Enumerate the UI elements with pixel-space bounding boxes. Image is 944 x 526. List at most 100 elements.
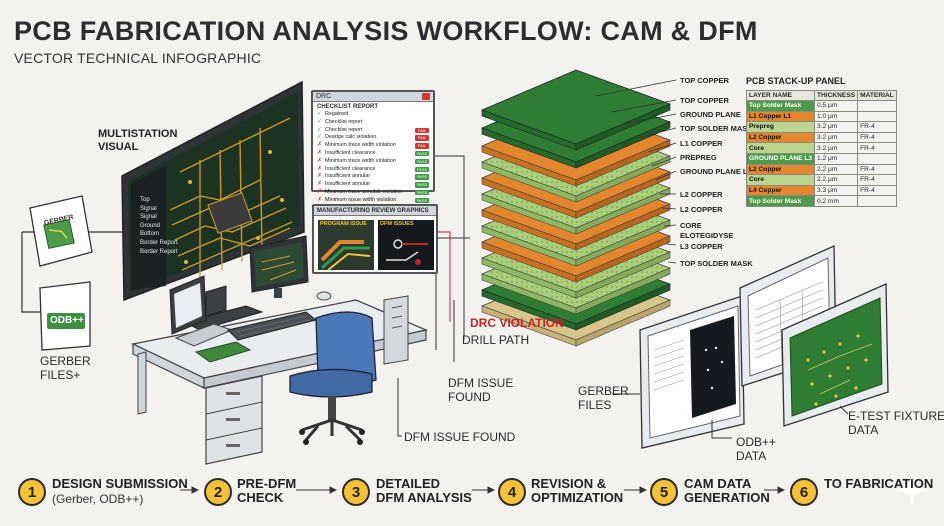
stackup-cell-material: FR-4 [857, 131, 897, 144]
stackup-cell-name: Core [745, 142, 816, 154]
stackup-table: LAYER NAME THICKNESS MATERIAL Top Solder… [745, 90, 897, 207]
step-title: DFM ANALYSIS [376, 490, 472, 505]
dfm-issue-found-label: FOUND [448, 390, 491, 404]
layer-label: ELOTEGIDYSE [680, 231, 734, 240]
gerber-file-card [29, 195, 93, 267]
drc-report-heading: CHECKLIST REPORT [317, 104, 379, 110]
status-badge: PASS [415, 158, 429, 165]
workflow-step-3: 3 [342, 478, 370, 506]
stackup-header: LAYER NAME [745, 90, 816, 101]
status-badge: FAIL [415, 143, 429, 149]
stackup-cell-name: GROUND PLANE L3 [745, 152, 816, 165]
etest-label: E-TEST FIXTURE [848, 409, 944, 423]
monitor-sidebar: Top Signal Signal Ground Bottom Border R… [140, 196, 178, 256]
monitor-sidebar-item: Ground [140, 222, 161, 229]
drc-row-text: Insufficient clearance [325, 149, 376, 156]
drc-checklist-row[interactable]: ✓Checklist report [313, 119, 433, 127]
layer-label: TOP SOLDER MASK [680, 259, 753, 268]
etest-label: DATA [848, 423, 879, 437]
step-number: 5 [650, 478, 678, 506]
step-number: 2 [204, 478, 232, 506]
drc-row-text: Minimum trace width violation [325, 142, 396, 149]
step-number: 6 [790, 478, 818, 506]
drc-row-text: Deadge calc violation [325, 134, 377, 141]
drc-row-text: Minimum issue width violation [325, 196, 397, 203]
cross-icon: ✗ [317, 142, 323, 149]
drc-window[interactable]: DRC CHECKLIST REPORT ✓Regained✓Checklist… [311, 90, 435, 212]
main-monitor [121, 80, 305, 331]
status-badge: PASS [415, 150, 429, 157]
visual-label: VISUAL [98, 141, 139, 153]
cross-icon: ✗ [317, 173, 323, 180]
mouse [316, 291, 332, 301]
step-subtitle: (Gerber, ODB++) [52, 492, 144, 506]
monitor-sidebar-item: Top [140, 197, 150, 203]
drc-violation-label: DRC VIOLATION [470, 316, 564, 330]
drc-checklist-row[interactable]: ✗Insufficient clearance PASS [313, 150, 433, 158]
drc-row-text: Minimum trace annulab violation [325, 188, 403, 195]
cross-icon: ✗ [317, 188, 323, 195]
step-title: CAM DATA [684, 476, 752, 491]
drc-window-title: DRC [316, 93, 332, 100]
drc-checklist-row[interactable]: ✗Insufficient annular PASS [313, 173, 433, 181]
cross-icon: ✗ [317, 157, 323, 164]
monitor-sidebar-item: Bottom [140, 231, 160, 238]
layer-1 [480, 69, 672, 151]
layer-label: CORE [680, 221, 702, 230]
stackup-cell-thickness: 3.3 μm [814, 184, 859, 197]
drill-path-label: DRILL PATH [462, 333, 530, 347]
drc-row-text: Insufficient annular [325, 181, 371, 188]
status-badge: FAIL [415, 135, 429, 141]
stackup-cell-material [857, 100, 897, 112]
stackup-cell-name: Prepreg [745, 121, 816, 133]
drc-checklist-row[interactable]: ✗Minimum trace width violation FAIL [313, 142, 433, 150]
odb-data-label: ODB++ [736, 435, 777, 449]
drc-row-text: Minimum trace width violation [325, 157, 396, 164]
drc-checklist-row[interactable]: ✓Regained [313, 111, 433, 119]
close-icon[interactable] [422, 93, 430, 100]
drc-checklist-row[interactable]: ✓Deadge calc violation FAIL [313, 134, 433, 142]
gerber-files-right-label: FILES [578, 398, 612, 412]
check-icon: ✓ [317, 126, 323, 133]
odb-data-label: DATA [736, 449, 767, 463]
stackup-cell-material: FR-4 [857, 184, 897, 197]
stackup-cell-material [857, 152, 897, 165]
stackup-cell-thickness: 3.2 μm [814, 131, 859, 144]
monitor-sidebar-item: Border Report [140, 239, 178, 246]
stackup-cell-name: Core [745, 174, 816, 186]
drc-row-text: Insufficient annular [325, 173, 371, 180]
manufacturing-review-window[interactable]: MANUFACTURING REVIEW GRAPHICS PROGRAM IS… [312, 204, 438, 274]
stackup-cell-material: FR-4 [857, 163, 897, 176]
status-badge: FAIL [415, 127, 429, 134]
program-issue-label: PROGRAM ISSUE [320, 221, 367, 227]
drc-checklist-row[interactable]: ✗Minimum trace width violation PASS [313, 158, 433, 166]
drc-row-text: Insufficient clearance [325, 165, 376, 172]
stackup-cell-name: L2 Copper [745, 163, 816, 176]
layer-label: TOP SOLDER MASK [680, 124, 753, 133]
multistation-label: MULTISTATION [98, 128, 178, 140]
gerber-files-label: GERBER [40, 354, 91, 368]
drc-window-titlebar[interactable]: DRC [313, 92, 433, 102]
cross-icon: ✗ [317, 149, 323, 156]
monitor-sidebar-item: Signal [140, 214, 157, 221]
check-icon: ✓ [317, 134, 323, 141]
layer-label: L2 COPPER [680, 190, 723, 199]
cross-icon: ✗ [317, 181, 323, 188]
workflow-step-4: 4 [498, 478, 526, 506]
layer-label: GROUND PLANE L3 [680, 167, 752, 176]
layer-label: L3 COPPER [680, 242, 723, 251]
status-badge: PASS [415, 166, 429, 173]
stackup-cell-material [857, 195, 897, 207]
status-badge: PASS [415, 174, 429, 180]
stackup-cell-thickness: 1.2 μm [814, 152, 859, 165]
